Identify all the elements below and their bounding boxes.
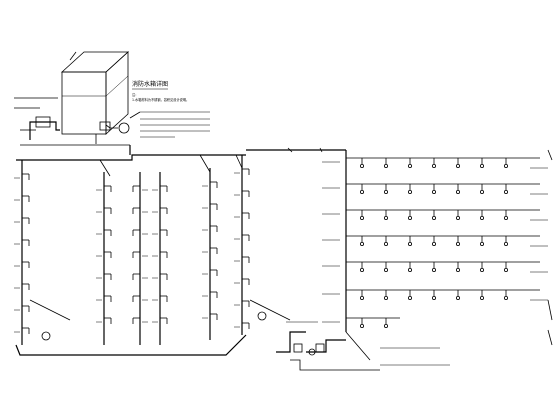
sprinkler-head bbox=[479, 295, 484, 300]
sprinkler-head bbox=[407, 163, 412, 168]
right-edge-markers bbox=[547, 149, 553, 346]
sprinkler-head bbox=[503, 163, 508, 168]
sprinkler-head bbox=[431, 241, 436, 246]
sprinkler-head bbox=[383, 267, 388, 272]
tank-outlet-piping bbox=[14, 97, 130, 146]
sprinkler-head bbox=[431, 295, 436, 300]
pump-inlet-assembly bbox=[276, 321, 450, 371]
tank-note-2: 1.水箱材料为不锈钢，容积见设计说明。 bbox=[132, 97, 189, 102]
sprinkler-head bbox=[503, 267, 508, 272]
fire-water-tank bbox=[60, 51, 130, 144]
sprinkler-head bbox=[407, 241, 412, 246]
sprinkler-head bbox=[455, 267, 460, 272]
sprinkler-head bbox=[359, 323, 364, 328]
sprinkler-head bbox=[455, 241, 460, 246]
sprinkler-head bbox=[455, 163, 460, 168]
sprinkler-head bbox=[455, 295, 460, 300]
sprinkler-head bbox=[455, 215, 460, 220]
sprinkler-head bbox=[503, 241, 508, 246]
sprinkler-head bbox=[431, 163, 436, 168]
sprinkler-head bbox=[359, 267, 364, 272]
sprinkler-head bbox=[479, 215, 484, 220]
sprinkler-head bbox=[479, 163, 484, 168]
sprinkler-head bbox=[479, 189, 484, 194]
left-riser-group bbox=[14, 155, 250, 345]
sprinkler-head bbox=[503, 189, 508, 194]
tank-annotations bbox=[129, 111, 210, 138]
sprinkler-head bbox=[503, 295, 508, 300]
main-header-pipe bbox=[16, 145, 347, 332]
sprinkler-branch-grid bbox=[322, 157, 548, 328]
sprinkler-head bbox=[431, 215, 436, 220]
sprinkler-head bbox=[383, 163, 388, 168]
sprinkler-head bbox=[359, 189, 364, 194]
sprinkler-head bbox=[383, 215, 388, 220]
lower-supply-line bbox=[15, 299, 291, 356]
sprinkler-head bbox=[431, 189, 436, 194]
sprinkler-head bbox=[359, 163, 364, 168]
sprinkler-head bbox=[407, 189, 412, 194]
tank-title: 消防水箱详图 bbox=[132, 80, 168, 88]
sprinkler-head bbox=[407, 295, 412, 300]
sprinkler-head bbox=[455, 189, 460, 194]
sprinkler-head bbox=[479, 267, 484, 272]
sprinkler-head bbox=[407, 267, 412, 272]
sprinkler-head bbox=[479, 241, 484, 246]
sprinkler-head bbox=[383, 323, 388, 328]
sprinkler-head bbox=[407, 215, 412, 220]
sprinkler-head bbox=[359, 295, 364, 300]
sprinkler-head bbox=[383, 241, 388, 246]
sprinkler-head bbox=[503, 215, 508, 220]
tank-note-1: 注： bbox=[132, 92, 138, 97]
sprinkler-head bbox=[359, 215, 364, 220]
riser-crossovers bbox=[99, 154, 243, 177]
sprinkler-head bbox=[431, 267, 436, 272]
sprinkler-head bbox=[383, 295, 388, 300]
sprinkler-head bbox=[383, 189, 388, 194]
sprinkler-head bbox=[359, 241, 364, 246]
